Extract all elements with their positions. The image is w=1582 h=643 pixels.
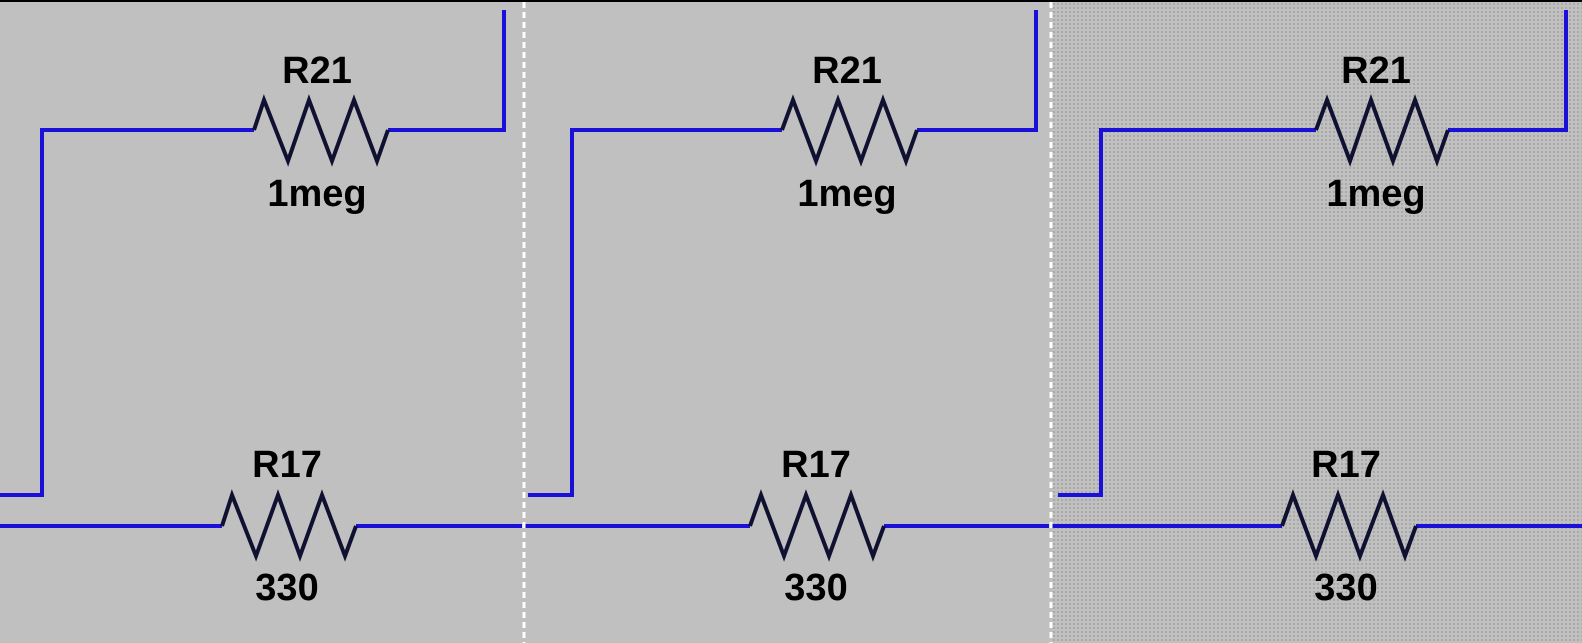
wire-left-loop[interactable]	[0, 128, 254, 497]
resistor-r17-symbol[interactable]	[1280, 489, 1418, 562]
resistor-r17-symbol[interactable]	[748, 489, 886, 562]
r17-ref-label[interactable]: R17	[1311, 444, 1381, 486]
resistor-r21-symbol[interactable]	[780, 94, 919, 167]
r17-value-label[interactable]: 330	[784, 567, 847, 609]
r21-value-label[interactable]: 1meg	[1326, 173, 1425, 215]
panel-3-background	[1052, 2, 1582, 643]
resistor-r21-symbol[interactable]	[252, 94, 390, 167]
wire-r21-right[interactable]	[388, 10, 506, 132]
wire-left-loop[interactable]	[1058, 128, 1316, 497]
wire-r21-right[interactable]	[917, 10, 1038, 132]
panel-2: R21 1meg R17 330	[525, 2, 1049, 643]
panel-3: R21 1meg R17 330	[1052, 2, 1582, 643]
wire-left-loop[interactable]	[528, 128, 782, 497]
r21-ref-label[interactable]: R21	[812, 50, 882, 92]
panel-2-background	[525, 2, 1049, 643]
r21-value-label[interactable]: 1meg	[797, 173, 896, 215]
r17-ref-label[interactable]: R17	[252, 444, 322, 486]
r21-ref-label[interactable]: R21	[282, 50, 352, 92]
wire-r21-right[interactable]	[1448, 10, 1568, 132]
r17-ref-label[interactable]: R17	[781, 444, 851, 486]
resistor-r17-symbol[interactable]	[220, 489, 358, 562]
resistor-r21-symbol[interactable]	[1314, 93, 1450, 167]
r17-value-label[interactable]: 330	[1314, 567, 1377, 609]
r17-value-label[interactable]: 330	[255, 567, 318, 609]
r21-value-label[interactable]: 1meg	[267, 173, 366, 215]
panel-1: R21 1meg R17 330	[0, 2, 522, 643]
r21-ref-label[interactable]: R21	[1341, 50, 1411, 92]
